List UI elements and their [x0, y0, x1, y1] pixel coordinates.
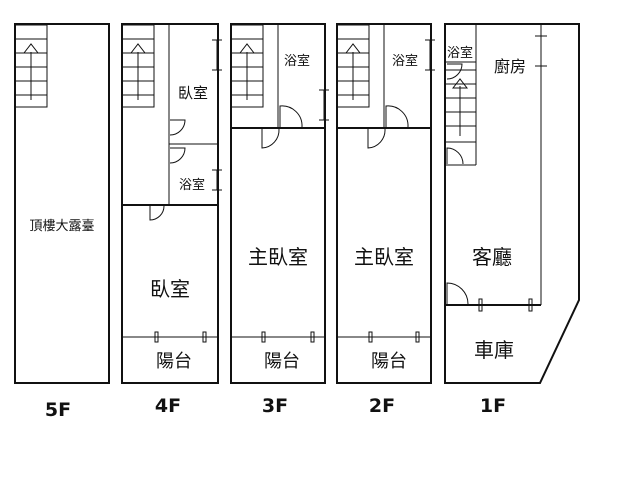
room-label-master-bedroom: 主臥室: [354, 245, 414, 269]
railing-post-icon: [261, 331, 315, 343]
door-icon: [446, 63, 463, 80]
floor-label-2f: 2F: [369, 395, 395, 417]
plan-3f: 浴室 主臥室 陽台 3F: [230, 23, 329, 417]
room-label-bedroom: 臥室: [150, 277, 190, 301]
window-icon: [319, 89, 329, 121]
room-label-bathroom: 浴室: [447, 45, 473, 61]
floor-label-1f: 1F: [480, 395, 506, 417]
door-icon: [169, 147, 186, 164]
railing-post-icon: [368, 331, 420, 343]
plan-4f-outline: [121, 23, 219, 384]
stair-icon: [230, 24, 264, 108]
plan-2f: 浴室 主臥室 陽台 2F: [336, 23, 435, 417]
window-icon: [535, 35, 547, 67]
floor-label-5f: 5F: [45, 399, 71, 421]
door-icon: [169, 119, 186, 136]
plan-1f: 浴室 廚房 客廳 車庫 1F: [444, 23, 580, 417]
room-label-bedroom-small: 臥室: [178, 84, 208, 102]
plan-4f: 臥室 浴室 臥室 陽台 4F: [121, 23, 222, 417]
room-label-balcony: 陽台: [264, 351, 300, 372]
room-label-balcony: 陽台: [156, 351, 192, 372]
room-label-bathroom: 浴室: [284, 53, 310, 69]
plan-5f-outline: [14, 23, 110, 384]
plan-1f-outline: [444, 23, 580, 384]
railing-post-icon: [478, 298, 533, 312]
floor-label-3f: 3F: [262, 395, 288, 417]
room-label-bathroom: 浴室: [392, 53, 418, 69]
window-icon: [212, 39, 222, 191]
door-icon: [149, 205, 165, 221]
room-label-master-bedroom: 主臥室: [248, 245, 308, 269]
room-label-bathroom: 浴室: [179, 177, 205, 193]
room-label-balcony: 陽台: [371, 351, 407, 372]
stair-icon: [336, 24, 370, 108]
floor-label-4f: 4F: [155, 395, 181, 417]
room-label-kitchen: 廚房: [494, 57, 526, 76]
window-icon: [425, 39, 435, 71]
door-icon: [279, 105, 303, 128]
stair-icon: [444, 69, 477, 143]
plan-5f: 頂樓大露臺 5F: [14, 23, 110, 421]
door-icon: [446, 147, 464, 165]
stair-icon: [14, 24, 48, 108]
stair-icon: [121, 24, 155, 108]
room-label-living-room: 客廳: [472, 245, 512, 269]
door-icon: [446, 282, 469, 305]
railing-post-icon: [154, 331, 207, 343]
room-label-roof-terrace: 頂樓大露臺: [29, 219, 94, 234]
room-label-garage: 車庫: [474, 338, 514, 362]
door-icon: [261, 128, 280, 149]
door-icon: [367, 128, 386, 149]
door-icon: [385, 105, 409, 128]
